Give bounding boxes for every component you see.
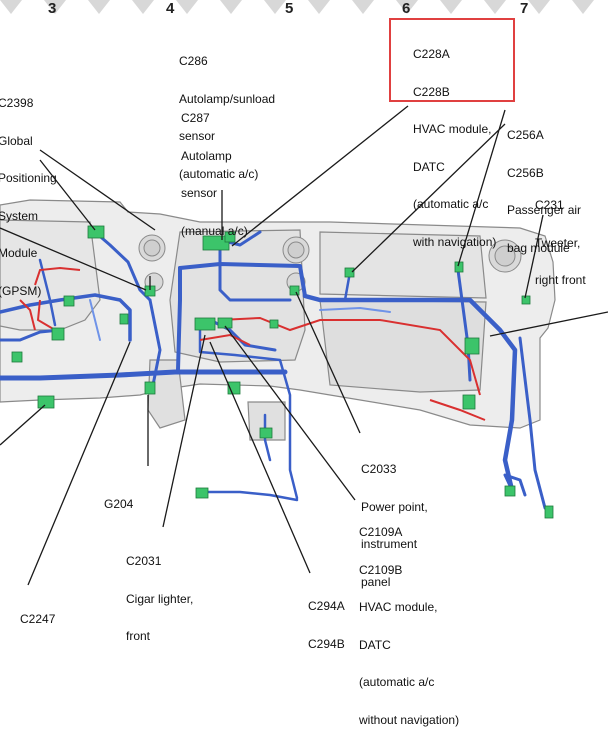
diagram-canvas xyxy=(0,0,608,586)
callout-line: C231 xyxy=(535,198,564,212)
callout-line: Module xyxy=(0,246,38,260)
column-number: 3 xyxy=(48,0,57,17)
callout-c286: C286 Autolamp/sunload sensor (automatic … xyxy=(179,30,275,205)
callout-line: (automatic a/c xyxy=(413,197,489,211)
callout-line: sensor xyxy=(181,186,218,200)
red-wires xyxy=(19,266,486,421)
callout-line: C294B xyxy=(308,636,345,651)
callout-line: Passenger air xyxy=(507,203,582,217)
callout-line: right front xyxy=(535,273,586,287)
callout-line: C2109B xyxy=(359,562,403,577)
vents xyxy=(138,234,522,292)
column-number: 6 xyxy=(402,0,411,17)
leader-lines xyxy=(0,105,608,586)
callout-line: bag module xyxy=(507,240,570,255)
callout-line: Global xyxy=(0,133,33,148)
callout-line: Cigar lighter, xyxy=(126,591,194,606)
callout-line: HVAC module, xyxy=(413,122,492,136)
callout-line: Positioning xyxy=(0,171,57,185)
callout-line: front xyxy=(126,629,151,643)
callout-line: (automatic a/c) xyxy=(179,166,259,181)
callout-line: C2109A xyxy=(359,525,403,539)
callout-line: (manual a/c) xyxy=(181,223,248,238)
callout-line: C2398 xyxy=(0,96,34,110)
wiring-diagram: 3 4 5 6 7 C2398 Global Positioning Syste… xyxy=(0,0,608,726)
callout-line: (automatic a/c xyxy=(359,675,435,689)
callout-line: panel xyxy=(361,574,391,589)
callout-line: with navigation) xyxy=(413,234,497,249)
callout-line: C256B xyxy=(507,165,544,180)
column-number: 4 xyxy=(166,0,175,17)
callout-line: G204 xyxy=(104,497,134,511)
callout-line: HVAC module, xyxy=(359,600,438,614)
callout-line: C2247 xyxy=(20,612,56,626)
callout-line: C287 xyxy=(181,111,210,125)
callout-line: Power point, xyxy=(361,499,428,514)
callout-c256: C256A C256B Passenger air bag module xyxy=(507,104,581,279)
callout-c2109: C2109A C2109B HVAC module, DATC (automat… xyxy=(359,501,459,751)
callout-c2031: C2031 Cigar lighter, front xyxy=(126,530,193,668)
callout-line: C228A xyxy=(413,47,450,61)
callout-line: without navigation) xyxy=(359,712,460,727)
wire-harness xyxy=(0,230,547,510)
callout-line: System xyxy=(0,208,39,223)
callout-line: sensor xyxy=(179,129,216,143)
callout-c294: C294A C294B xyxy=(308,575,345,675)
callout-c231: C231 Tweeter, right front xyxy=(535,174,586,312)
highlight-box xyxy=(389,18,515,102)
callout-g204: G204 xyxy=(104,473,133,536)
callout-line: C2031 xyxy=(126,554,162,568)
callout-line: C2033 xyxy=(361,462,397,476)
callout-c287: C287 Autolamp sensor (manual a/c) xyxy=(181,87,248,262)
column-number: 7 xyxy=(520,0,529,17)
callout-line: Tweeter, xyxy=(535,235,581,250)
callout-line: C286 xyxy=(179,54,208,68)
callout-line: C294A xyxy=(308,599,345,613)
callout-line: Autolamp/sunload xyxy=(179,91,276,106)
border-chevrons xyxy=(0,0,594,14)
callout-line: DATC xyxy=(359,637,391,652)
instrument-panel xyxy=(0,199,556,441)
callout-c228: C228A C228B HVAC module, DATC (automatic… xyxy=(413,23,496,273)
callout-c2398: C2398 Global Positioning System Module (… xyxy=(0,72,57,322)
callout-line: C256A xyxy=(507,128,544,142)
callout-c2247: C2247 xyxy=(20,588,55,651)
callout-line: C228B xyxy=(413,84,450,99)
connectors xyxy=(11,225,554,519)
callout-line: Autolamp xyxy=(181,148,232,163)
callout-line: (GPSM) xyxy=(0,283,42,298)
column-number: 5 xyxy=(285,0,294,17)
callout-line: instrument xyxy=(361,537,418,551)
callout-line: DATC xyxy=(413,159,445,174)
callout-c2033: C2033 Power point, instrument panel xyxy=(361,438,428,613)
